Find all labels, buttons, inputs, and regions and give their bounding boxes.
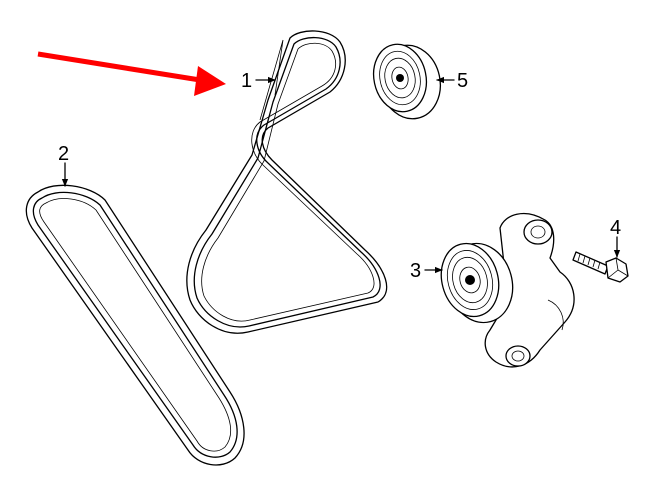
callout-2: 2 <box>58 143 69 165</box>
red-pointer-arrow-icon <box>37 51 226 96</box>
callout-4: 4 <box>610 217 621 239</box>
drive-belt-2 <box>25 184 245 466</box>
drive-belt-1 <box>186 30 388 334</box>
belt-tensioner-3 <box>440 212 575 368</box>
callout-3: 3 <box>410 260 421 282</box>
bolt-4 <box>572 251 629 283</box>
callout-5: 5 <box>457 70 468 92</box>
idler-pulley-5 <box>372 43 441 120</box>
callout-1: 1 <box>241 70 252 92</box>
